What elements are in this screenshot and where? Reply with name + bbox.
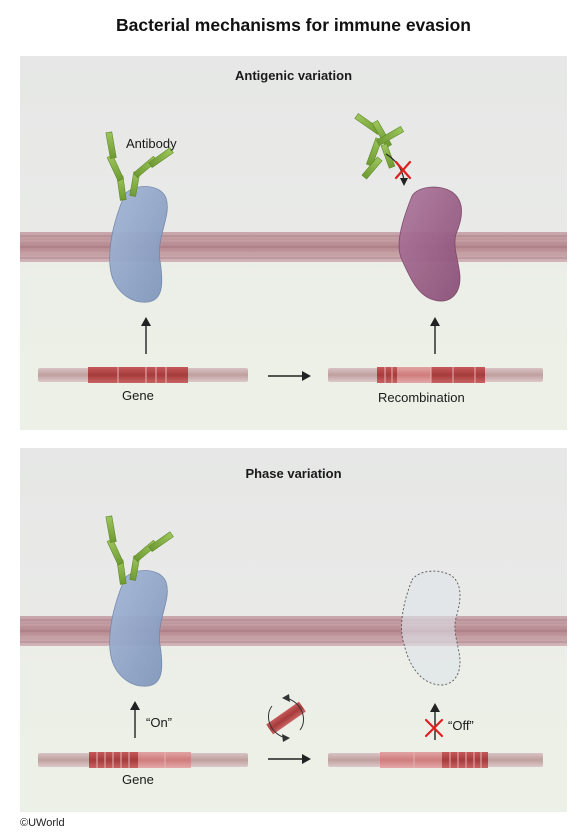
antibody-bound xyxy=(105,131,174,201)
phase-switch-arrow xyxy=(268,754,311,764)
figure-title: Bacterial mechanisms for immune evasion xyxy=(116,15,471,35)
surface-antigen-variant xyxy=(398,186,462,302)
gene-off xyxy=(328,752,543,768)
blocked-x-icon xyxy=(424,718,444,738)
antibody-label: Antibody xyxy=(126,136,177,151)
gene-on xyxy=(38,752,248,768)
blocked-binding-arrowhead xyxy=(400,178,408,186)
surface-antigen-expressed xyxy=(109,570,168,687)
gene-label: Gene xyxy=(122,388,154,403)
blocked-x-icon xyxy=(394,160,412,180)
antibody-bound xyxy=(105,515,174,585)
phase-variation-heading: Phase variation xyxy=(245,466,342,481)
cell-membrane xyxy=(20,616,567,646)
antigenic-variation-diagram xyxy=(20,113,567,383)
antigenic-variation-panel: Antigenic variation Antibody Gene Recomb… xyxy=(20,56,567,430)
gene-recombined xyxy=(328,367,543,383)
expression-arrow-on xyxy=(130,701,140,738)
expression-arrow-left xyxy=(141,317,151,354)
recombination-arrow xyxy=(268,371,311,381)
cell-membrane xyxy=(20,232,567,262)
surface-antigen-absent xyxy=(401,570,461,686)
expression-arrow-off xyxy=(430,703,440,740)
surface-antigen-original xyxy=(109,186,168,303)
expression-arrow-right xyxy=(430,317,440,354)
gene-original xyxy=(38,367,248,383)
off-label: “Off” xyxy=(448,718,474,733)
antigenic-variation-heading: Antigenic variation xyxy=(234,68,353,83)
gene-label: Gene xyxy=(122,772,154,787)
antibody-unbound xyxy=(354,113,405,180)
copyright-credit: ©UWorld xyxy=(20,817,65,829)
inversion-icon xyxy=(266,694,306,742)
recombination-label: Recombination xyxy=(378,390,465,405)
on-label: “On” xyxy=(146,715,172,730)
phase-variation-diagram xyxy=(20,515,567,768)
phase-variation-panel: Phase variation “On” “Off” Gene xyxy=(20,448,567,812)
